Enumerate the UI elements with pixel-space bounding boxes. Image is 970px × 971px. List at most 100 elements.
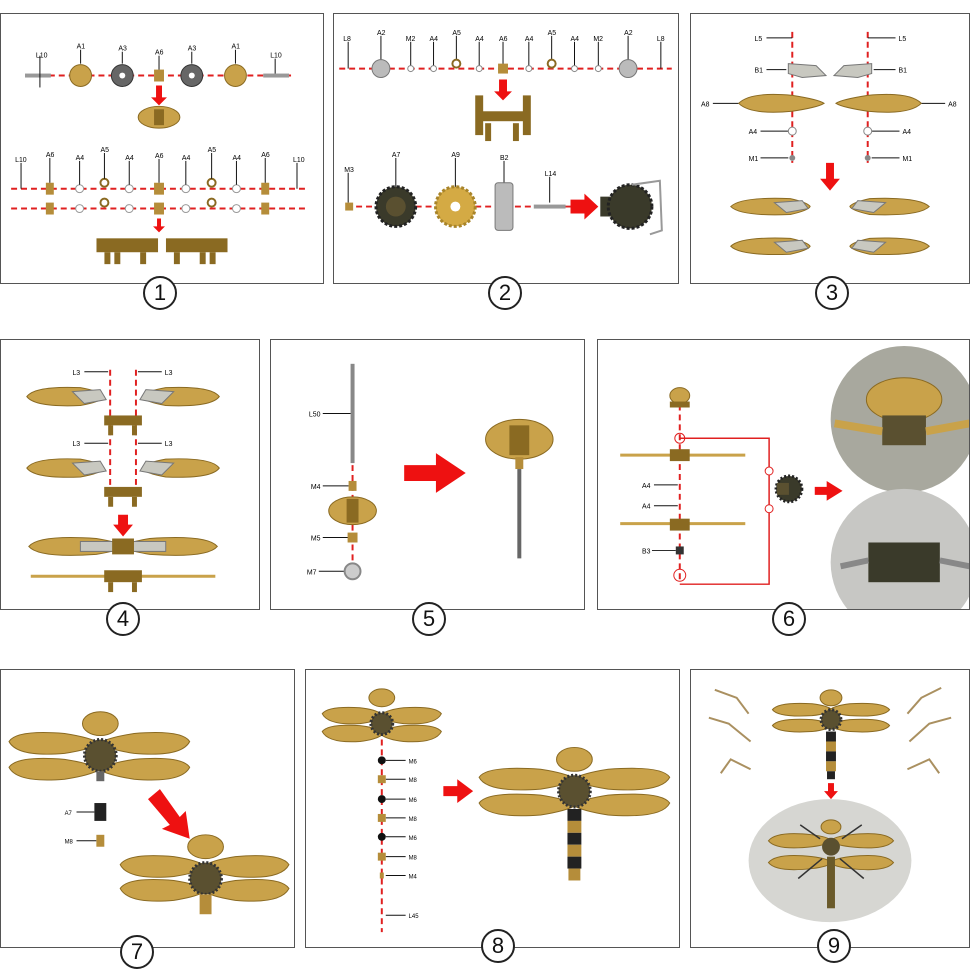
step-5-panel: L50 M4 M5 M7	[270, 339, 585, 610]
part-label: A8	[948, 101, 957, 108]
part-label: L3	[165, 441, 173, 448]
part-label: A6	[155, 153, 164, 160]
dragonfly-upper	[8, 711, 191, 782]
part-label: M3	[344, 167, 354, 174]
connection-point	[673, 568, 687, 582]
step-2-panel: L8 A2 M2 A4 A5 A4 A6 A4 A5 A4 M2 A2 L8 M…	[333, 13, 679, 284]
part-label: M1	[902, 156, 912, 163]
step-4-diagram: L3 L3 L3 L3	[26, 370, 220, 593]
part-label: L45	[409, 914, 420, 920]
step-7-number: 7	[120, 935, 154, 969]
red-arrow-down	[494, 79, 512, 101]
part-label: A5	[548, 30, 557, 37]
nut-part	[347, 532, 358, 543]
red-arrow-down	[820, 162, 840, 191]
photo-head-top	[830, 345, 969, 493]
dome-part	[69, 64, 93, 87]
step-6-number: 6	[772, 602, 806, 636]
part-label: B3	[642, 548, 651, 555]
head-connector	[346, 498, 359, 523]
part-label: A4	[182, 155, 191, 162]
step-7-panel: A7 M8	[0, 669, 295, 948]
red-arrow-down	[113, 514, 133, 537]
assembled-wings	[730, 197, 930, 256]
part-label: A4	[571, 36, 580, 43]
part-label: A2	[377, 30, 386, 37]
part-label: B1	[898, 68, 907, 75]
part-label: A3	[118, 46, 127, 53]
frame-assembly	[475, 95, 531, 142]
head-assembly	[669, 387, 691, 408]
connection-path	[679, 437, 770, 585]
step-5-number: 5	[412, 602, 446, 636]
wing-pair-middle	[26, 458, 220, 478]
connection-point	[764, 504, 774, 514]
part-label: L3	[165, 370, 173, 377]
part-label: A4	[642, 504, 651, 511]
red-arrow-down	[824, 783, 838, 800]
part-label: A5	[100, 147, 109, 154]
connection-point	[764, 466, 774, 476]
wing-bracket-right	[832, 63, 873, 79]
step-3-number: 3	[815, 276, 849, 310]
part-label: A7	[65, 811, 72, 817]
part-label: A4	[642, 483, 651, 490]
dragonfly-assembled	[119, 834, 290, 915]
step-3-panel: L5 B1 A8 A4 M1 L5 B1 A8 A4 M1	[690, 13, 970, 284]
nut-part	[348, 480, 357, 491]
gear-disc-hole	[188, 72, 195, 79]
step-1-diagram: L10 A1 A3 A6 A3 A1 L10 L10 A6 A	[11, 44, 309, 265]
part-label: A1	[231, 44, 240, 51]
rod-part	[25, 73, 51, 78]
part-label: M6	[409, 836, 418, 842]
part-label: L10	[15, 157, 27, 164]
step-9-panel	[690, 669, 970, 948]
part-label: M2	[406, 36, 416, 43]
step-1-number: 1	[143, 276, 177, 310]
part-label: L3	[72, 441, 80, 448]
part-label: B1	[755, 68, 764, 75]
gear-assembly	[774, 474, 804, 504]
red-arrow-down	[153, 218, 165, 233]
step-7-diagram: A7 M8	[8, 711, 290, 915]
part-label: M6	[409, 759, 418, 765]
part-label: A4	[76, 155, 85, 162]
red-arrow-down	[151, 85, 167, 106]
step-9-number: 9	[817, 929, 851, 963]
part-label: A4	[902, 129, 911, 136]
part-label: A4	[525, 36, 534, 43]
dragonfly-upper	[321, 688, 442, 743]
part-label: L10	[293, 157, 305, 164]
leg-wires	[708, 686, 952, 774]
part-label: A6	[261, 152, 270, 159]
disc-part	[618, 59, 638, 79]
part-label: L14	[545, 171, 557, 178]
part-label: A1	[77, 44, 86, 51]
gear-disc-hole	[119, 72, 126, 79]
part-label: A4	[475, 36, 484, 43]
gear-part	[94, 803, 107, 821]
part-label: L5	[755, 36, 763, 43]
part-label: L5	[898, 36, 906, 43]
gear-hub	[385, 196, 406, 217]
step-1-panel: L10 A1 A3 A6 A3 A1 L10 L10 A6 A	[0, 13, 324, 284]
assembled-wing-pair	[28, 537, 218, 593]
wing-part-right	[835, 93, 923, 113]
part-label: L10	[36, 53, 48, 60]
connector-part	[154, 69, 164, 82]
part-label: A6	[499, 36, 508, 43]
dome-part	[224, 64, 247, 87]
step-4-panel: L3 L3 L3 L3	[0, 339, 260, 610]
red-arrow-right	[443, 779, 474, 804]
bracket-plate-part	[494, 182, 514, 231]
part-label: L3	[72, 370, 80, 377]
step-5-diagram: L50 M4 M5 M7	[307, 363, 554, 581]
step-3-diagram: L5 B1 A8 A4 M1 L5 B1 A8 A4 M1	[701, 31, 957, 256]
part-label: M8	[409, 856, 418, 862]
part-label: M8	[65, 840, 74, 846]
step-8-panel: M6 M8 M6 M8 M6 M8 M4 L45	[305, 669, 680, 948]
connector-part	[498, 63, 508, 74]
part-label: M4	[409, 874, 418, 880]
part-label: A3	[188, 46, 197, 53]
part-label: A9	[451, 152, 460, 159]
